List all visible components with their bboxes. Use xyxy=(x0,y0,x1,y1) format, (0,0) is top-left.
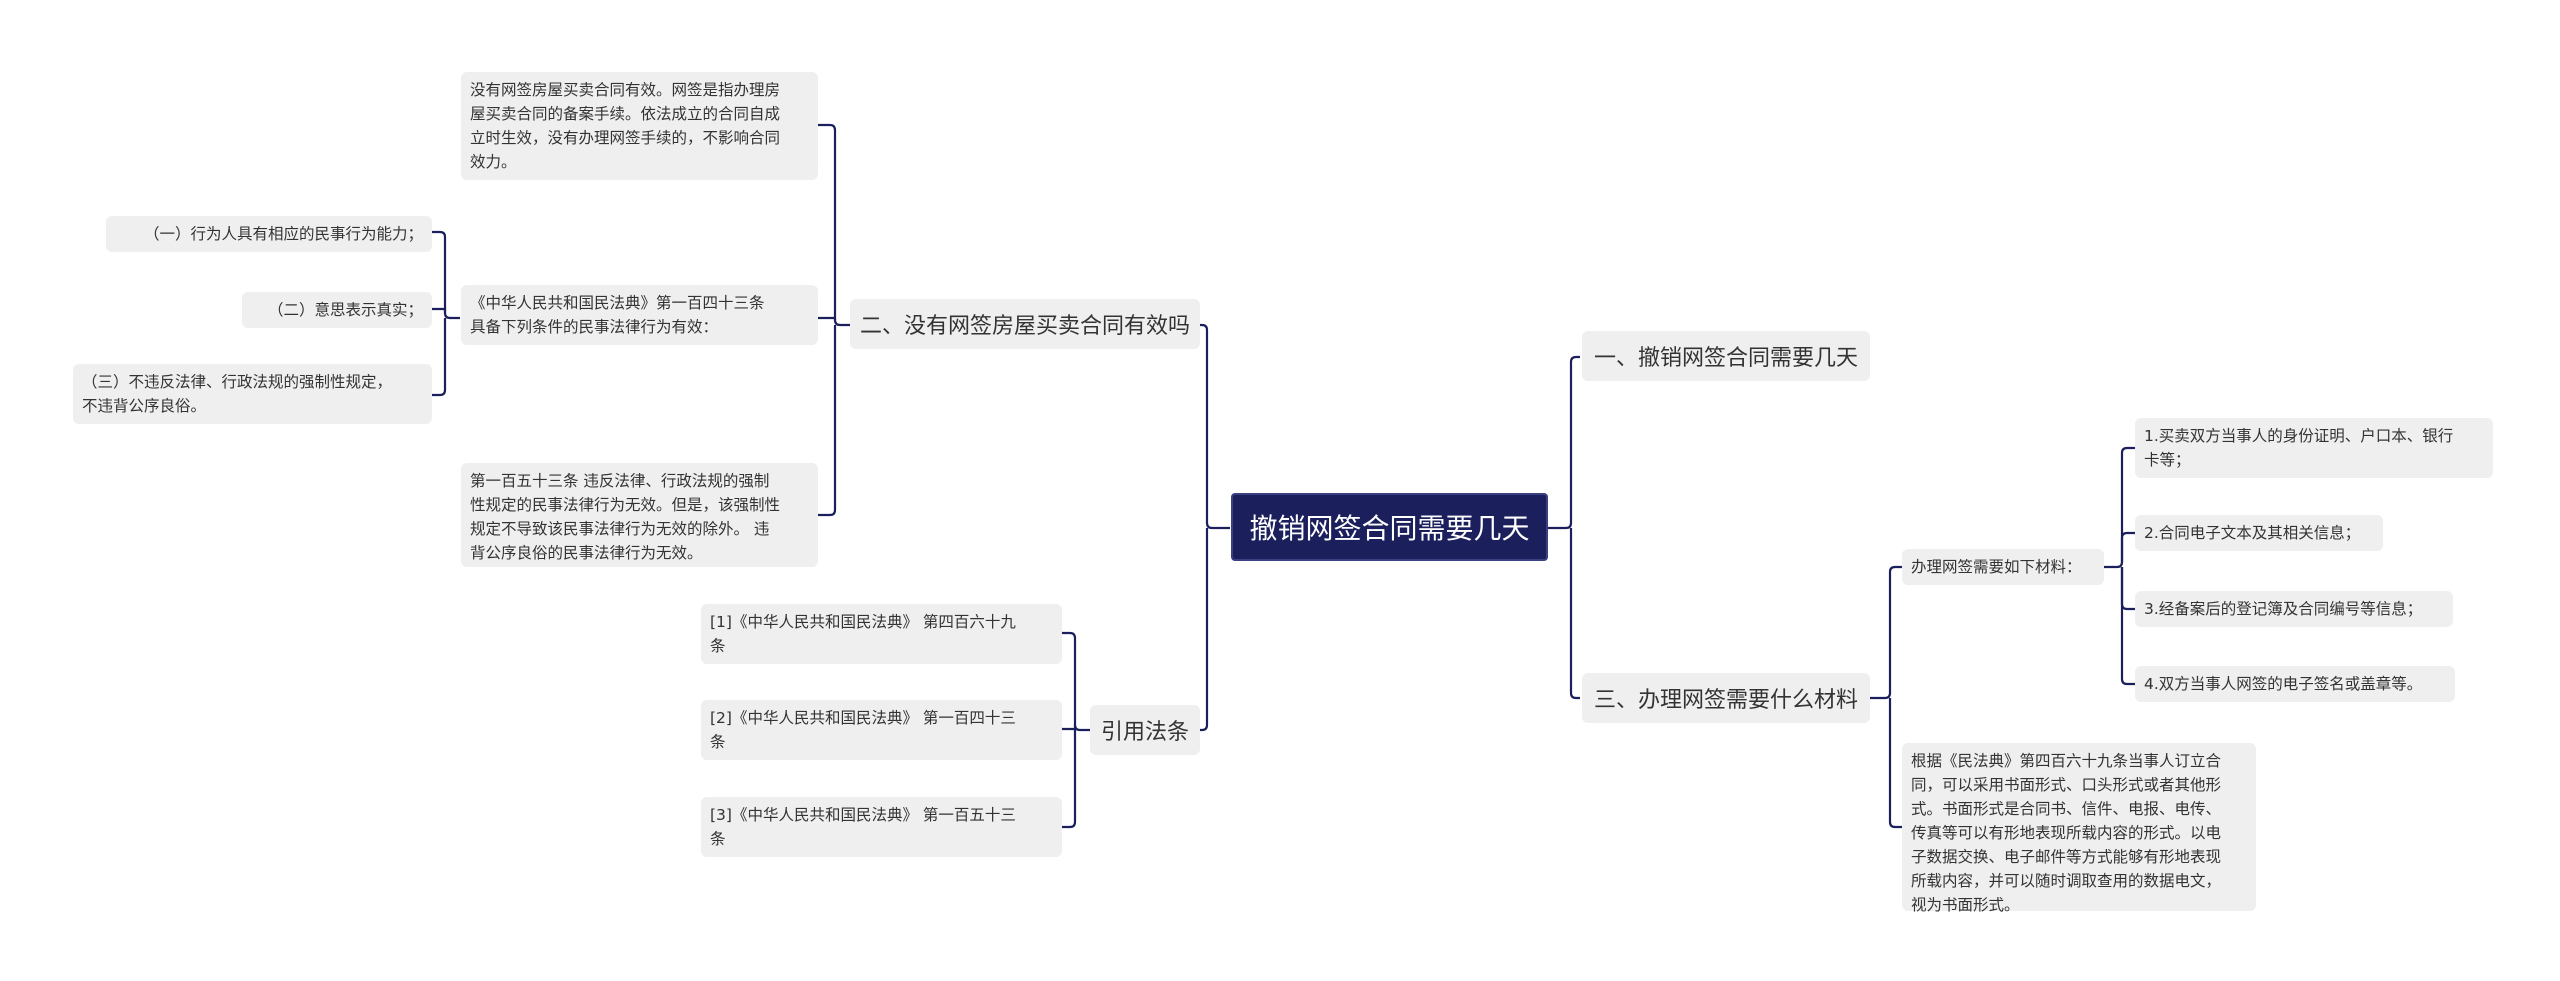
reference-2-node[interactable]: [2]《中华人民共和国民法典》 第一百四十三 条 xyxy=(701,700,1062,760)
validity-answer-node[interactable]: 没有网签房屋买卖合同有效。网签是指办理房 屋买卖合同的备案手续。依法成立的合同自… xyxy=(461,72,818,180)
article-153-node[interactable]: 第一百五十三条 违反法律、行政法规的强制 性规定的民事法律行为无效。但是，该强制… xyxy=(461,463,818,567)
material-identity-node[interactable]: 1.买卖双方当事人的身份证明、户口本、银行 卡等； xyxy=(2135,418,2493,478)
condition-genuine-intent-node[interactable]: （二）意思表示真实； xyxy=(242,292,432,328)
branch-node-validity[interactable]: 二、没有网签房屋买卖合同有效吗 xyxy=(850,299,1200,349)
civil-code-article-469-node[interactable]: 根据《民法典》第四百六十九条当事人订立合 同，可以采用书面形式、口头形式或者其他… xyxy=(1902,743,2256,914)
branch-node-cancel-days[interactable]: 一、撤销网签合同需要几天 xyxy=(1582,331,1870,381)
materials-intro-node[interactable]: 办理网签需要如下材料： xyxy=(1902,549,2104,585)
branch-node-cited-laws[interactable]: 引用法条 xyxy=(1090,705,1200,755)
material-contract-text-node[interactable]: 2.合同电子文本及其相关信息； xyxy=(2135,515,2383,551)
material-signature-node[interactable]: 4.双方当事人网签的电子签名或盖章等。 xyxy=(2135,666,2455,702)
article-143-node[interactable]: 《中华人民共和国民法典》第一百四十三条 具备下列条件的民事法律行为有效： xyxy=(461,285,818,345)
branch-node-materials[interactable]: 三、办理网签需要什么材料 xyxy=(1582,673,1870,723)
reference-1-node[interactable]: [1]《中华人民共和国民法典》 第四百六十九 条 xyxy=(701,604,1062,664)
condition-legality-node[interactable]: （三）不违反法律、行政法规的强制性规定， 不违背公序良俗。 xyxy=(73,364,432,424)
reference-3-node[interactable]: [3]《中华人民共和国民法典》 第一百五十三 条 xyxy=(701,797,1062,857)
condition-capacity-node[interactable]: （一）行为人具有相应的民事行为能力； xyxy=(106,216,432,252)
root-node[interactable]: 撤销网签合同需要几天 xyxy=(1231,493,1548,561)
material-registry-node[interactable]: 3.经备案后的登记簿及合同编号等信息； xyxy=(2135,591,2453,627)
